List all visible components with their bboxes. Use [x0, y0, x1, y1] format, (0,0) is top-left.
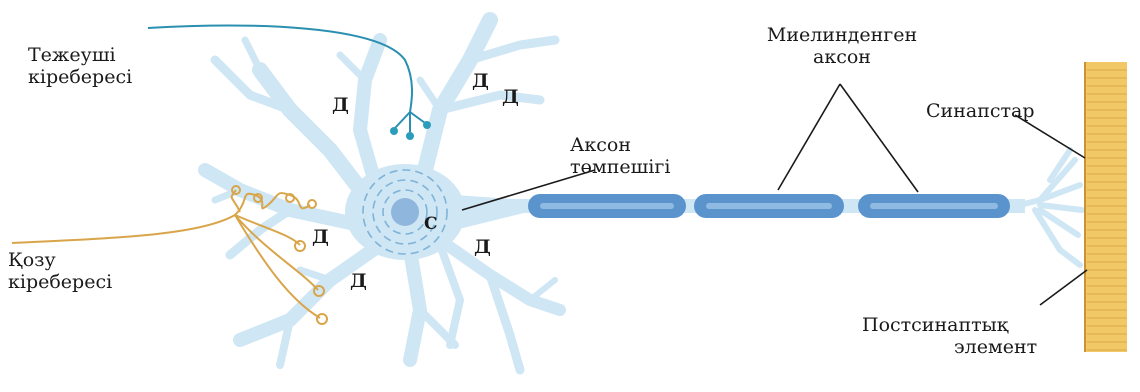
myelinated-axon-line2: аксон	[752, 46, 932, 68]
myelin-highlights	[540, 203, 998, 209]
axon-hillock-line1: Аксон	[570, 134, 670, 156]
postsynaptic-line1: Постсинаптық	[862, 314, 1037, 336]
excitatory-input-line2: кіребересі	[8, 271, 112, 293]
inhibitory-input-line1: Тежеуші	[28, 44, 132, 66]
dendrite-marker-2: Д	[472, 70, 489, 92]
dendrite-marker-3: Д	[502, 86, 519, 108]
dendrite-marker-1: Д	[332, 94, 349, 116]
myelinated-axon-label: Миелинденген аксон	[752, 24, 932, 68]
nucleus	[391, 198, 419, 226]
synapses-label: Синапстар	[926, 100, 1035, 122]
inhibitory-input-label: Тежеуші кіребересі	[28, 44, 132, 88]
inhibitory-input-line2: кіребересі	[28, 66, 132, 88]
excitatory-input-label: Қозу кіребересі	[8, 249, 112, 293]
excitatory-input-line1: Қозу	[8, 249, 112, 271]
dendrite-marker-6: Д	[474, 236, 491, 258]
postsynaptic-line2: элемент	[862, 336, 1037, 358]
axon-terminals	[1020, 150, 1082, 265]
soma-marker: С	[424, 214, 438, 234]
postsynaptic-element-label: Постсинаптық элемент	[862, 314, 1037, 358]
myelinated-axon-line1: Миелинденген	[752, 24, 932, 46]
axon-hillock-label: Аксон төмпешігі	[570, 134, 670, 178]
dendrite-marker-5: Д	[350, 270, 367, 292]
axon-hillock-line2: төмпешігі	[570, 156, 670, 178]
postsynaptic-element	[1085, 62, 1127, 352]
dendrite-marker-4: Д	[312, 226, 329, 248]
